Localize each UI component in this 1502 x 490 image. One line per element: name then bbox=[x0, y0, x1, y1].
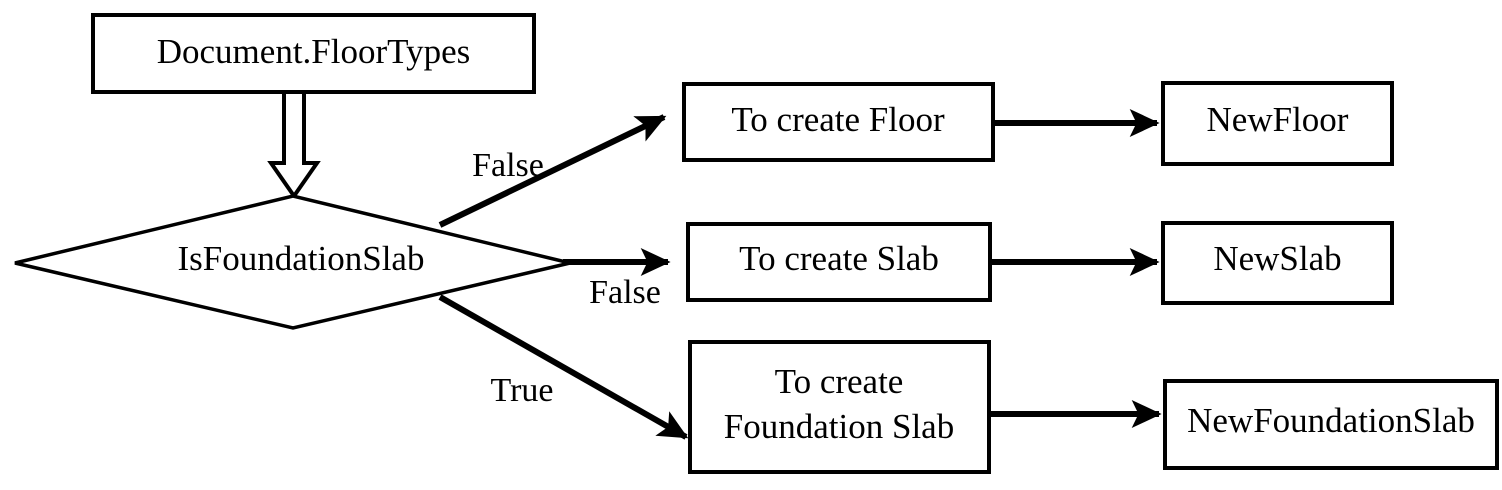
node-new-slab-label: NewSlab bbox=[1213, 239, 1341, 278]
node-new-floor-box bbox=[1161, 81, 1394, 166]
node-isfoundationslab[interactable]: IsFoundationSlab bbox=[14, 194, 571, 330]
edge-label-false-floor: False bbox=[472, 147, 544, 184]
hollow-block-arrow-icon bbox=[267, 90, 321, 200]
edge-label-true-foundation-slab: True bbox=[491, 372, 554, 409]
node-to-create-foundation-slab-box bbox=[688, 340, 991, 474]
node-new-floor[interactable]: NewFloor bbox=[1161, 81, 1394, 166]
node-to-create-slab[interactable]: To create Slab bbox=[686, 222, 992, 302]
node-to-create-floor[interactable]: To create Floor bbox=[682, 82, 995, 162]
node-new-foundation-slab-label: NewFoundationSlab bbox=[1187, 401, 1475, 440]
edge-decision-to-create-floor: False bbox=[438, 114, 667, 228]
edge-decision-to-create-floor-line bbox=[438, 114, 667, 228]
node-to-create-foundation-slab[interactable]: To create Foundation Slab bbox=[688, 340, 991, 474]
edge-decision-to-create-slab: False bbox=[563, 247, 671, 311]
node-to-create-slab-label: To create Slab bbox=[739, 239, 939, 278]
node-document-floortypes[interactable]: Document.FloorTypes bbox=[91, 13, 536, 94]
node-new-foundation-slab[interactable]: NewFoundationSlab bbox=[1163, 379, 1499, 470]
node-document-floortypes-label: Document.FloorTypes bbox=[157, 32, 470, 71]
node-new-slab[interactable]: NewSlab bbox=[1161, 221, 1394, 305]
node-to-create-floor-label: To create Floor bbox=[731, 100, 945, 139]
node-to-create-foundation-slab-label-line1: To create bbox=[775, 362, 904, 401]
node-isfoundationslab-label: IsFoundationSlab bbox=[178, 239, 425, 278]
node-new-slab-box bbox=[1161, 221, 1394, 305]
node-document-floortypes-box bbox=[91, 13, 536, 94]
node-new-foundation-slab-box bbox=[1163, 379, 1499, 470]
edge-decision-to-create-foundation-slab: True bbox=[438, 294, 689, 440]
edge-decision-to-create-foundation-slab-line bbox=[438, 294, 689, 440]
edge-source-to-decision bbox=[267, 90, 321, 200]
node-to-create-foundation-slab-label-line2: Foundation Slab bbox=[724, 407, 954, 446]
edge-label-false-slab: False bbox=[589, 274, 661, 311]
node-new-floor-label: NewFloor bbox=[1207, 100, 1349, 139]
node-to-create-floor-box bbox=[682, 82, 995, 162]
